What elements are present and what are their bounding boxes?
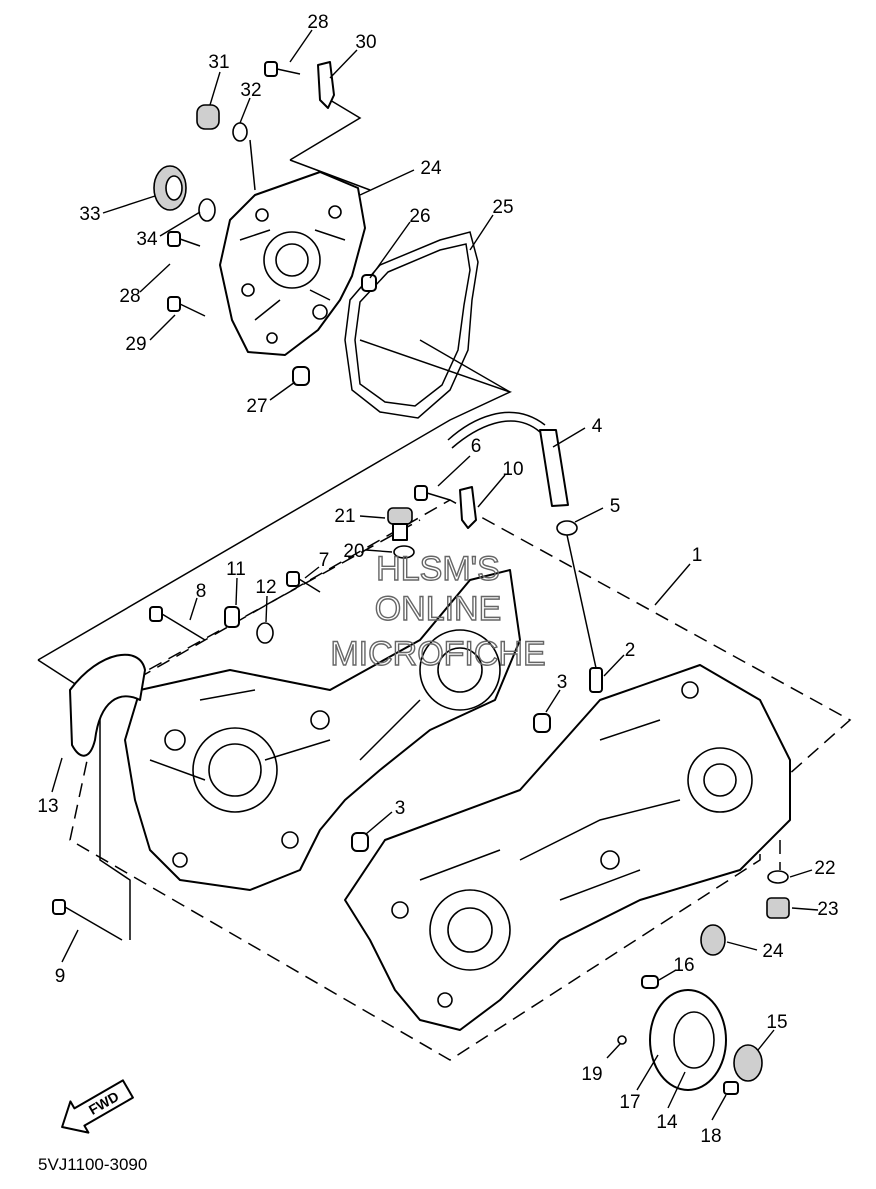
callout-14: 14 [656,1112,678,1133]
watermark: HLSM'S ONLINE MICROFICHE [330,549,547,673]
callout-9: 9 [55,966,66,987]
callout-15: 15 [766,1012,787,1033]
callout-32: 32 [240,80,261,101]
crankcase-right-1 [344,664,791,1031]
watermark-line-1: HLSM'S [376,550,500,588]
callout-25: 24 [420,158,442,179]
callout-4: 4 [592,416,603,437]
callout-28-top: 28 [307,12,328,33]
callout-22: 22 [814,858,835,879]
callout-1: 1 [692,545,703,566]
callout-12: 12 [255,577,276,598]
callout-31: 31 [208,52,229,73]
fwd-arrow: FWD [61,1079,134,1134]
callout-3-lower: 3 [395,798,406,819]
callout-34: 34 [136,229,158,250]
callout-6: 6 [471,436,482,457]
callout-5: 5 [610,496,621,517]
callout-33: 33 [79,204,100,225]
callout-27-top: 26 [409,206,430,227]
callout-21: 21 [334,506,355,527]
callout-7: 7 [319,550,330,571]
watermark-line-3: MICROFICHE [330,635,545,673]
assembly-solid-lines [37,99,512,940]
small-parts [52,61,790,1095]
callout-19: 19 [581,1064,602,1085]
crankcase-cover-25 [219,171,366,356]
callout-23: 23 [817,899,838,920]
watermark-line-2: ONLINE [375,590,502,628]
callout-28-left: 28 [119,286,140,307]
leader-lines [51,29,819,1121]
callout-17: 17 [619,1092,640,1113]
assembly-dashed-lines [69,499,852,1061]
callout-16: 16 [673,955,694,976]
callout-8: 8 [196,581,207,602]
callout-10: 10 [502,459,523,480]
callout-11: 11 [226,559,246,580]
callout-27-bottom: 27 [246,396,267,417]
callout-24: 24 [762,941,784,962]
crankcase-left [124,569,521,891]
diagram-code: 5VJ1100-3090 [38,1155,147,1174]
callout-30: 30 [355,32,376,53]
callout-13: 13 [37,796,58,817]
gasket-26 [344,231,511,419]
callout-3-upper: 3 [557,672,568,693]
callout-26: 25 [492,197,513,218]
callout-29: 29 [125,334,146,355]
callout-20: 20 [343,541,364,562]
callout-18: 18 [700,1126,721,1147]
callout-2: 2 [625,640,636,661]
callout-labels: 28 30 31 32 24 33 26 25 34 28 29 27 4 6 … [37,12,838,1147]
